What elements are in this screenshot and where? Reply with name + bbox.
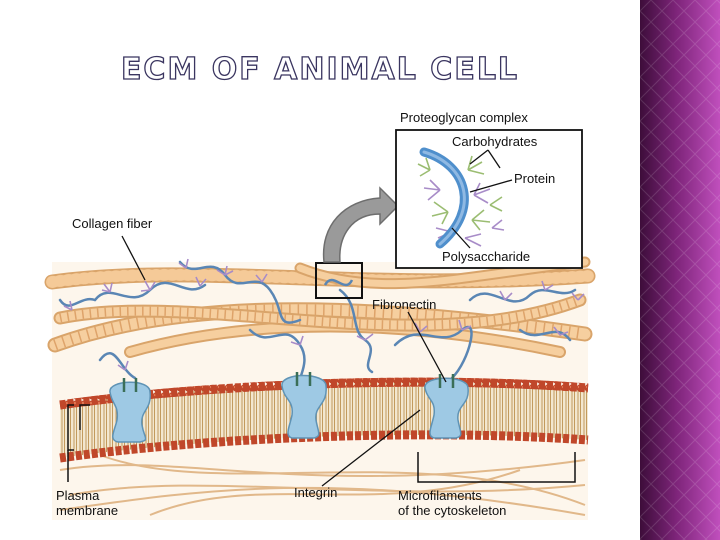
label-protein: Protein bbox=[514, 171, 555, 186]
plasma-membrane-bracket bbox=[67, 404, 90, 482]
slide-title: ECM OF ANIMAL CELL bbox=[120, 51, 520, 87]
label-proteoglycan-complex: Proteoglycan complex bbox=[400, 110, 528, 125]
label-plasma-membrane-line1: Plasma bbox=[56, 488, 100, 503]
label-plasma-membrane-line2: membrane bbox=[56, 503, 118, 518]
label-fibronectin: Fibronectin bbox=[372, 297, 436, 312]
label-integrin: Integrin bbox=[294, 485, 337, 500]
microfilaments bbox=[59, 454, 586, 516]
label-microfilaments-line1: Microfilaments bbox=[398, 488, 482, 503]
proteoglycan-inset bbox=[395, 129, 583, 269]
label-polysaccharide: Polysaccharide bbox=[442, 249, 530, 264]
diagram-labels: Proteoglycan complex Carbohydrates Prote… bbox=[56, 110, 555, 518]
zoom-source-box bbox=[315, 262, 363, 299]
integrin-stalks bbox=[122, 372, 455, 392]
label-carbohydrates: Carbohydrates bbox=[452, 134, 538, 149]
integrin-proteins bbox=[109, 374, 469, 443]
zoom-arrow bbox=[322, 186, 400, 263]
label-microfilaments-line2: of the cytoskeleton bbox=[398, 503, 506, 518]
leader-lines bbox=[121, 149, 513, 487]
label-collagen-fiber: Collagen fiber bbox=[72, 216, 153, 231]
microfilaments-bracket bbox=[417, 452, 576, 483]
ecm-diagram: Proteoglycan complex Carbohydrates Prote… bbox=[44, 110, 596, 520]
carbohydrate-sprigs bbox=[63, 258, 585, 371]
decorative-sidebar bbox=[640, 0, 720, 540]
carbohydrate-branches bbox=[417, 155, 505, 247]
